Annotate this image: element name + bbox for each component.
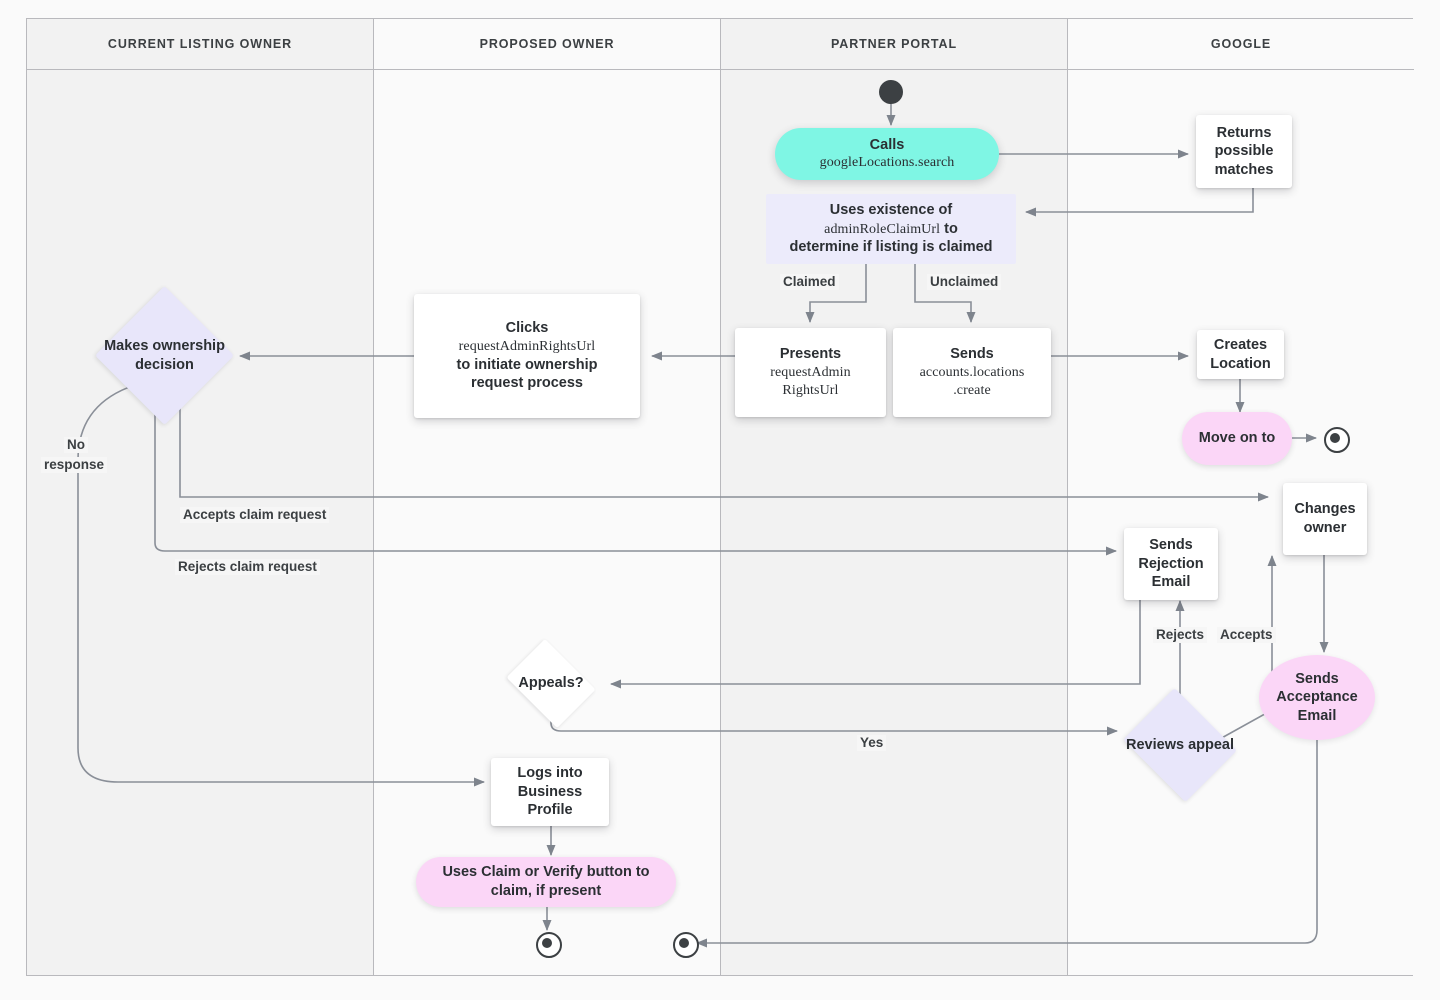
node-creates-location[interactable]: Creates Location (1197, 330, 1284, 379)
edge-label-yes: Yes (857, 735, 887, 752)
end-node-partner-portal-icon (673, 932, 699, 958)
node-presents-request-admin-rights-url[interactable]: Presents requestAdmin RightsUrl (735, 328, 886, 417)
swimlane-header-current-listing-owner: Current listing owner (27, 19, 373, 70)
edge-label-accepts-claim-request: Accepts claim request (180, 507, 330, 524)
node-label: Creates Location (1210, 336, 1271, 372)
node-sends-accounts-locations-create[interactable]: Sends accounts.locations .create (893, 328, 1051, 417)
swimlane-label: Partner portal (830, 37, 958, 51)
node-reviews-appeal[interactable]: Reviews appeal (1117, 688, 1243, 802)
node-line-3: RightsUrl (782, 382, 839, 398)
swimlane-header-google: Google (1068, 19, 1414, 70)
node-changes-owner[interactable]: Changes owner (1283, 483, 1367, 555)
node-line-1: Presents (779, 346, 842, 363)
swimlane-header-partner-portal: Partner portal (721, 19, 1067, 70)
end-node-google-icon (1324, 427, 1350, 453)
node-appeals-decision[interactable]: Appeals? (495, 638, 607, 729)
node-logs-into-business-profile[interactable]: Logs into Business Profile (491, 758, 609, 826)
node-line-1: Sends (950, 346, 994, 363)
node-line-1: Calls (869, 136, 905, 153)
node-label: Logs into Business Profile (517, 765, 583, 819)
node-uses-claim-or-verify-button[interactable]: Uses Claim or Verify button to claim, if… (416, 857, 676, 907)
node-sends-rejection-email[interactable]: Sends Rejection Email (1124, 528, 1218, 600)
node-sends-acceptance-email[interactable]: Sends Acceptance Email (1259, 655, 1375, 740)
edge-label-no-response-line1: No (64, 437, 88, 454)
swimlane-label: Current listing owner (107, 37, 293, 51)
node-code-token: adminRoleClaimUrl (824, 221, 941, 237)
node-label: Move on to (1198, 430, 1276, 447)
node-line-3: .create (953, 382, 991, 398)
node-line-4: request process (470, 375, 583, 392)
node-label: Sends Acceptance Email (1276, 670, 1358, 724)
node-line-2: claim, if present (490, 883, 602, 899)
edge-label-rejects-claim-request: Rejects claim request (175, 559, 320, 576)
swimlane-current-listing-owner: Current listing owner (27, 19, 374, 975)
node-line-3: to initiate ownership (456, 356, 598, 373)
node-line-1: Clicks (505, 320, 549, 337)
node-line-2: requestAdminRightsUrl (458, 338, 596, 354)
swimlane-label: Google (1210, 37, 1272, 51)
node-label: Makes ownership decision (104, 337, 225, 373)
node-makes-ownership-decision[interactable]: Makes ownership decision (95, 286, 234, 425)
node-calls-google-locations-search[interactable]: Calls googleLocations.search (775, 128, 999, 180)
edge-label-accepts: Accepts (1217, 627, 1276, 644)
node-label: Changes owner (1294, 501, 1356, 536)
edge-label-no-response-line2: response (41, 457, 108, 474)
node-label: Sends Rejection Email (1138, 537, 1204, 591)
start-node-icon (879, 80, 903, 104)
node-line-1: Uses Claim or Verify button to (442, 864, 650, 881)
node-line-2: adminRoleClaimUrl to (789, 220, 992, 239)
end-node-proposed-owner-icon (536, 932, 562, 958)
node-line-2-suffix: to (940, 220, 958, 237)
node-move-on-to[interactable]: Move on to (1182, 412, 1292, 465)
swimlane-header-proposed-owner: Proposed owner (374, 19, 720, 70)
node-line-1: Uses existence of (829, 202, 953, 218)
node-clicks-request-admin-rights-url[interactable]: Clicks requestAdminRightsUrl to initiate… (414, 294, 640, 418)
node-line-2: googleLocations.search (819, 155, 955, 171)
edge-label-rejects: Rejects (1153, 627, 1208, 644)
node-label: Returns possible matches (1214, 124, 1274, 178)
node-label: Appeals? (518, 675, 584, 692)
edge-label-unclaimed: Unclaimed (927, 274, 1002, 291)
node-line-2: accounts.locations (919, 364, 1025, 380)
edge-label-claimed: Claimed (780, 274, 839, 291)
swimlane-proposed-owner: Proposed owner (374, 19, 721, 975)
node-line-3: determine if listing is claimed (789, 239, 993, 256)
node-label: Reviews appeal (1126, 736, 1234, 753)
node-returns-possible-matches[interactable]: Returns possible matches (1196, 115, 1292, 188)
swimlane-label: Proposed owner (479, 37, 615, 51)
node-line-2: requestAdmin (770, 364, 851, 380)
node-uses-existence-admin-role-claim-url[interactable]: Uses existence of adminRoleClaimUrl to d… (766, 194, 1016, 264)
